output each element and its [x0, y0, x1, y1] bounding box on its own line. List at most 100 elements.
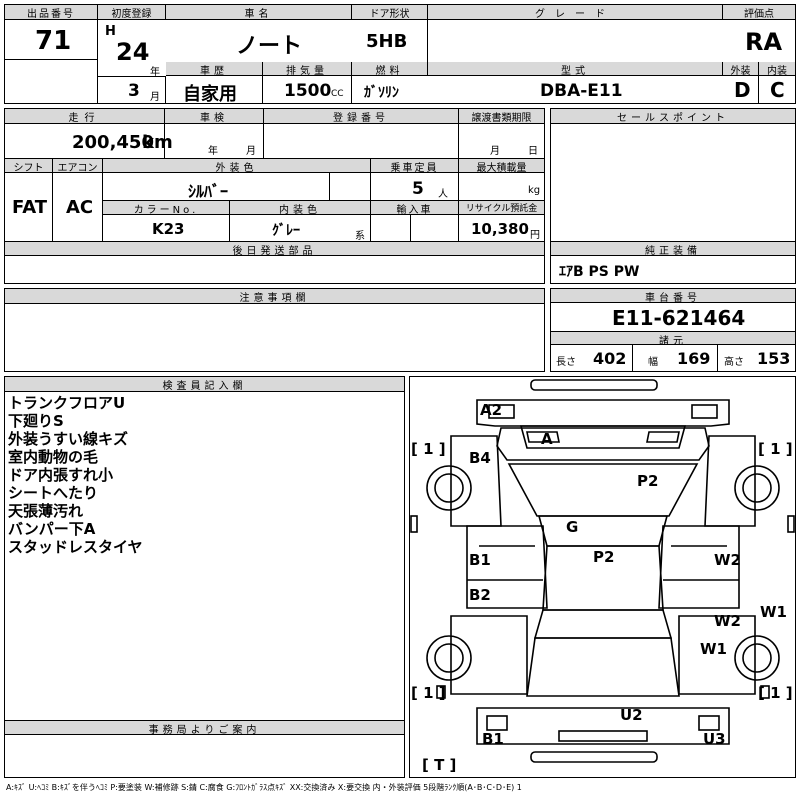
mileage-unit: km — [142, 132, 173, 153]
inspection-label: 車検 — [165, 109, 264, 124]
width-label: 幅 — [648, 357, 658, 368]
chassis-label: 車台番号 — [551, 289, 795, 304]
lot-no: 71 — [35, 26, 72, 56]
load-cell — [459, 173, 544, 201]
specs-divider-2 — [717, 345, 718, 371]
shift-label: シフト — [5, 159, 53, 174]
damage-mark: W1 — [760, 603, 787, 621]
first-reg-label: 初度登録 — [98, 5, 166, 20]
specs-divider-1 — [632, 345, 633, 371]
month-unit: 月 — [150, 92, 160, 103]
height-label: 高さ — [724, 357, 744, 368]
interior-label: 内装 — [759, 62, 795, 77]
mileage: 200,450 — [72, 132, 154, 153]
import-cell — [371, 215, 459, 241]
lot-no-label: 出品番号 — [5, 5, 98, 20]
seats-unit: 人 — [438, 189, 448, 200]
header-block — [4, 4, 796, 104]
car-diagram — [410, 379, 795, 763]
sales-point-label: セールスポイント — [551, 109, 795, 124]
reg-no-cell — [264, 124, 459, 158]
inspector-block — [4, 376, 405, 778]
ext-color-divider — [103, 173, 330, 201]
tire-rl-label: [ 1 ] — [411, 684, 446, 702]
displacement: 1500 — [284, 81, 332, 101]
transfer-month: 月 — [490, 146, 500, 157]
damage-mark: P2 — [593, 548, 615, 566]
inspection-cell — [165, 124, 264, 158]
reg-no-label: 登録番号 — [264, 109, 459, 124]
spare-tire-label: [ T ] — [422, 756, 457, 774]
load-label: 最大積載量 — [459, 159, 544, 174]
office-label: 事務局よりご案内 — [5, 720, 404, 736]
fuel: ｶﾞｿﾘﾝ — [364, 85, 399, 101]
damage-mark: W2 — [714, 612, 741, 630]
history-cell — [166, 76, 263, 103]
damage-mark: A — [541, 430, 553, 448]
score-label: 評価点 — [723, 5, 795, 20]
year: 24 — [116, 38, 150, 66]
inspector-note: 外装うすい線キズ — [8, 430, 129, 448]
length: 402 — [593, 349, 627, 368]
displacement-label: 排気量 — [263, 62, 352, 77]
fuel-label: 燃料 — [352, 62, 428, 77]
caution-label: 注意事項欄 — [5, 289, 544, 304]
recycle-label: リサイクル預託金 — [459, 201, 544, 215]
width: 169 — [677, 349, 711, 368]
exterior-label: 外装 — [723, 62, 759, 77]
ext-color-cell — [103, 173, 371, 201]
inspection-year: 年 — [208, 146, 218, 157]
inspector-note: 下廻りS — [8, 412, 64, 430]
length-label: 長さ — [556, 357, 576, 368]
door-label: ドア形状 — [352, 5, 428, 20]
seats-label: 乗車定員 — [371, 159, 459, 174]
transfer-label: 譲渡書類期限 — [459, 109, 544, 124]
model: DBA-E11 — [540, 81, 623, 101]
inspector-note: シートへたり — [8, 484, 99, 502]
inspector-note: トランクフロアU — [8, 394, 126, 412]
door: 5HB — [366, 31, 408, 52]
height: 153 — [757, 349, 791, 368]
damage-mark: W2 — [714, 551, 741, 569]
history-label: 車歴 — [166, 62, 263, 77]
color-no: K23 — [152, 220, 185, 238]
ac-label: エアコン — [53, 159, 103, 174]
ac-cell — [53, 173, 103, 241]
damage-mark: B1 — [482, 730, 504, 748]
damage-mark: G — [566, 518, 579, 536]
equipment-label: 純正装備 — [551, 241, 795, 257]
lot-no-cell — [5, 20, 98, 60]
interior-grade: C — [770, 78, 785, 102]
int-color-unit: 系 — [355, 231, 365, 242]
mileage-cell — [5, 124, 165, 158]
grade-label: グレード — [428, 5, 723, 20]
inspector-note: バンパー下A — [8, 520, 96, 538]
load-unit: kg — [528, 185, 541, 196]
transfer-day: 日 — [528, 146, 538, 157]
ac: AC — [66, 197, 94, 218]
tire-rr-label: [ 1 ] — [758, 684, 793, 702]
damage-mark: A2 — [480, 401, 503, 419]
vehicle-info-block — [4, 108, 545, 284]
inspector-note: 天張薄汚れ — [8, 502, 84, 520]
chassis-number: E11-621464 — [612, 306, 746, 330]
caution-block — [4, 288, 545, 372]
inspection-month: 月 — [246, 146, 256, 157]
damage-mark: U2 — [620, 706, 643, 724]
tire-fr-label: [ 1 ] — [758, 440, 793, 458]
door-cell — [352, 20, 428, 62]
recycle: 10,380 — [471, 220, 529, 238]
legend: A:ｷｽﾞ U:ﾍｺﾐ B:ｷｽﾞを伴うﾍｺﾐ P:要塗装 W:補修跡 S:錆 … — [6, 783, 522, 792]
mileage-label: 走行 — [5, 109, 165, 124]
specs-label: 諸元 — [551, 331, 795, 347]
exterior-cell — [723, 76, 759, 103]
inspector-note: ドア内張すれ小 — [8, 466, 114, 484]
damage-mark: U3 — [703, 730, 726, 748]
damage-mark: B1 — [469, 551, 491, 569]
int-color-label: 内装色 — [230, 201, 371, 216]
chassis-block — [550, 288, 796, 372]
car-name-label: 車名 — [166, 5, 352, 20]
later-parts-label: 後日発送部品 — [5, 241, 544, 257]
inspector-label: 検査員記入欄 — [5, 377, 404, 392]
displacement-unit: CC — [331, 89, 344, 99]
